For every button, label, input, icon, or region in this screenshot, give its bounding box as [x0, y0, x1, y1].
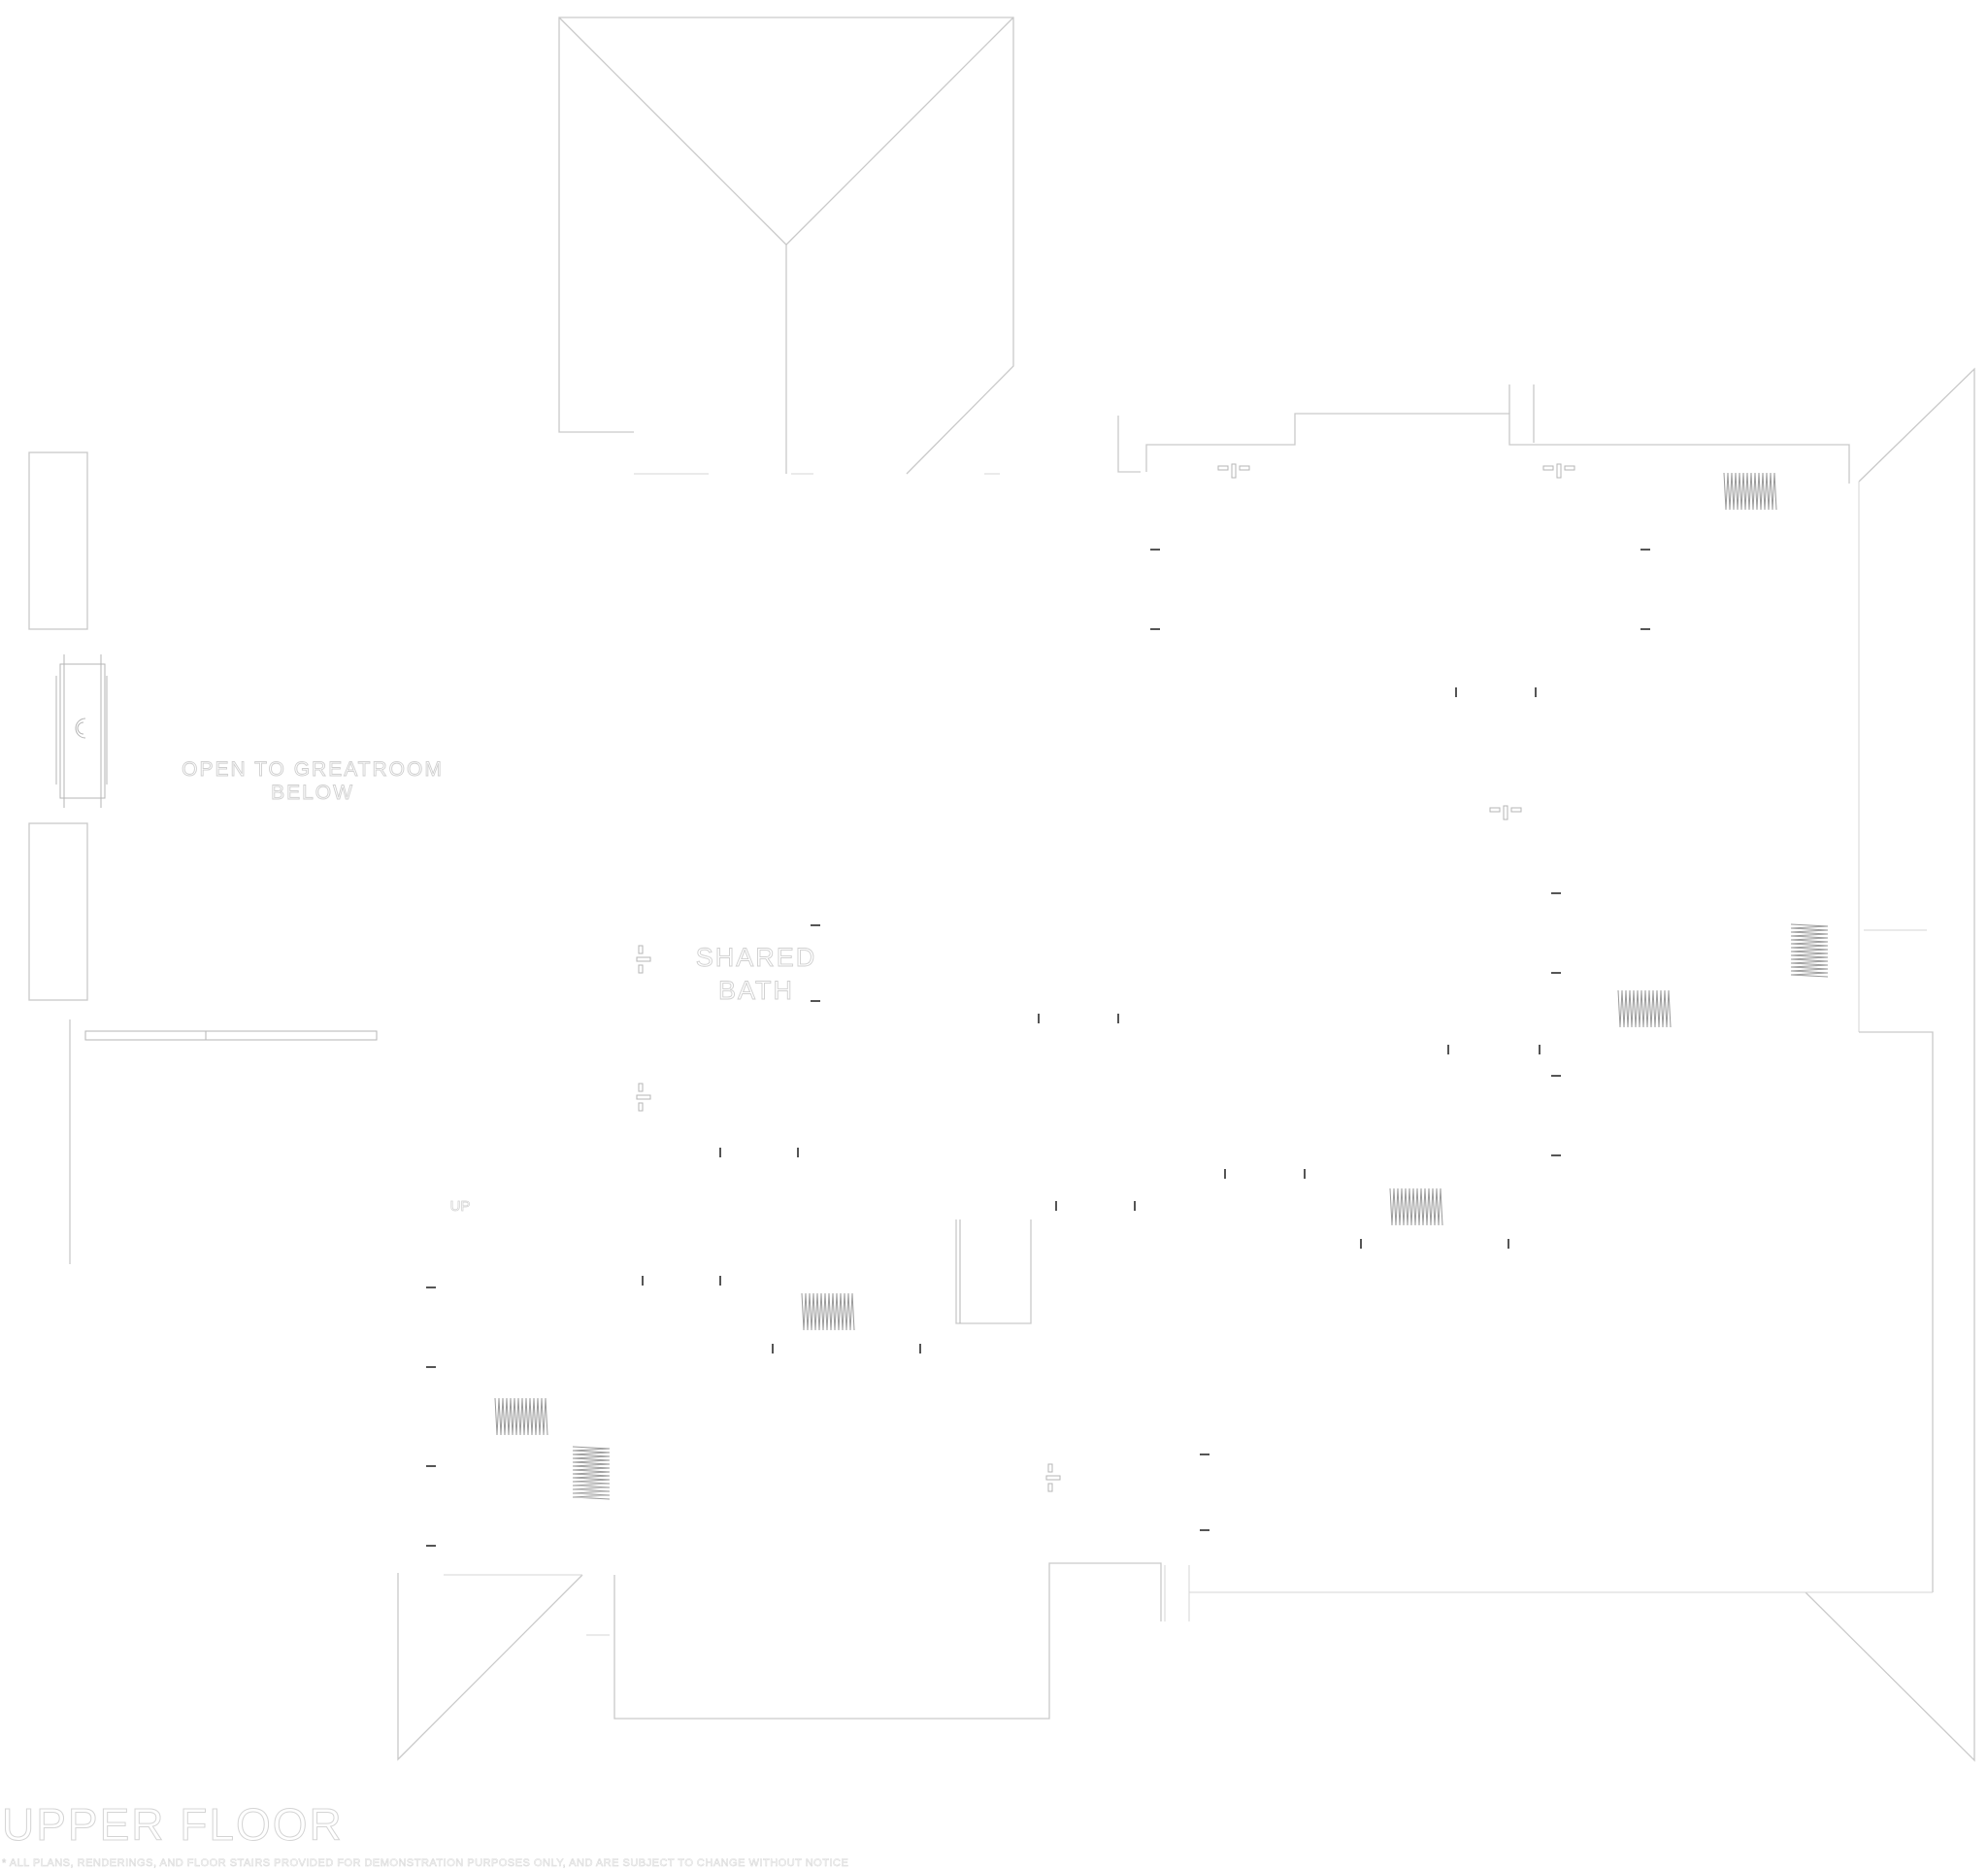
right-roof-outline: [1805, 367, 1975, 1762]
light-fixture: [1200, 1453, 1209, 1455]
light-fixture: [1360, 1239, 1362, 1249]
top-roof-outline: [558, 17, 1014, 475]
fireplace-icon: [75, 718, 86, 739]
light-fixture: [1535, 687, 1537, 697]
shared-bath-label-line1: SHARED: [696, 943, 817, 972]
stair-up-label: UP: [450, 1198, 471, 1215]
shared-bath-label-line2: BATH: [718, 976, 794, 1005]
vent-symbol: [1389, 1187, 1443, 1226]
light-fixture: [1640, 549, 1650, 551]
light-fixture: [811, 1000, 820, 1002]
vent-symbol: [1723, 472, 1777, 511]
left-wall-upper: [28, 451, 88, 630]
light-fixture: [1038, 1014, 1040, 1023]
light-fixture: [1134, 1201, 1136, 1211]
light-fixture: [1455, 687, 1457, 697]
light-fixture: [811, 924, 820, 926]
plan-disclaimer: * ALL PLANS, RENDERINGS, AND FLOOR STAIR…: [2, 1857, 848, 1869]
left-railing-horizontal: [84, 1030, 378, 1041]
vent-symbol: [572, 1446, 611, 1500]
switch-symbol: [1217, 463, 1250, 479]
light-fixture: [1539, 1045, 1541, 1054]
light-fixture: [1200, 1529, 1209, 1531]
light-fixture: [1551, 972, 1561, 974]
light-fixture: [1150, 549, 1160, 551]
left-walls: [28, 451, 378, 1264]
light-fixture: [1551, 1154, 1561, 1156]
roof-lines: [397, 17, 1975, 1762]
switch-symbol: [1542, 463, 1575, 479]
light-fixture: [919, 1344, 921, 1353]
switch-symbol: [1489, 805, 1522, 820]
fireplace-box: [59, 663, 106, 799]
light-fixture: [1551, 892, 1561, 894]
light-fixture: [426, 1545, 436, 1547]
interior-walls: [955, 1219, 1032, 1324]
switch-symbol-vertical: [636, 1083, 651, 1112]
switch-symbol-vertical: [1045, 1463, 1061, 1492]
vent-symbol: [1617, 989, 1672, 1028]
top-notch-a: [1117, 416, 1141, 473]
vent-symbol: [801, 1292, 855, 1331]
light-fixture: [1640, 628, 1650, 630]
light-fixture: [1055, 1201, 1057, 1211]
top-notch-b: [1145, 413, 1850, 484]
left-wall-lower: [28, 822, 88, 1001]
room-labels: OPEN TO GREATROOM BELOW SHARED BATH UP: [182, 758, 817, 1216]
light-fixture: [426, 1286, 436, 1288]
open-to-greatroom-label-line2: BELOW: [271, 782, 354, 804]
light-fixture: [1117, 1014, 1119, 1023]
light-fixture: [1447, 1045, 1449, 1054]
switch-symbol-vertical: [636, 945, 651, 974]
plan-title: UPPER FLOOR: [2, 1799, 344, 1850]
light-fixture: [719, 1148, 721, 1157]
light-fixture: [1304, 1169, 1306, 1179]
light-fixtures: [426, 549, 1650, 1547]
title-block: UPPER FLOOR * ALL PLANS, RENDERINGS, AND…: [2, 1799, 849, 1870]
vent-symbol: [494, 1397, 548, 1436]
light-fixture: [1224, 1169, 1226, 1179]
light-fixture: [426, 1465, 436, 1467]
light-fixture: [719, 1276, 721, 1286]
light-fixture: [642, 1276, 644, 1286]
light-fixture: [1551, 1075, 1561, 1077]
top-roof-hip-right: [785, 17, 1014, 246]
light-fixture: [1150, 628, 1160, 630]
light-fixture: [797, 1148, 799, 1157]
closet-outline: [955, 1219, 1032, 1324]
top-roof-hip-left: [558, 17, 787, 246]
hvac-vents: [494, 472, 1829, 1500]
vent-symbol: [1790, 923, 1829, 978]
open-to-greatroom-label-line1: OPEN TO GREATROOM: [182, 758, 444, 781]
light-fixture: [426, 1366, 436, 1368]
switch-symbols: [636, 463, 1575, 1492]
light-fixture: [1508, 1239, 1509, 1249]
bottom-bump-outline: [613, 1562, 1162, 1720]
right-wall-step: [1859, 1031, 1934, 1592]
bottom-left-roof-outline: [397, 1573, 583, 1761]
light-fixture: [772, 1344, 774, 1353]
